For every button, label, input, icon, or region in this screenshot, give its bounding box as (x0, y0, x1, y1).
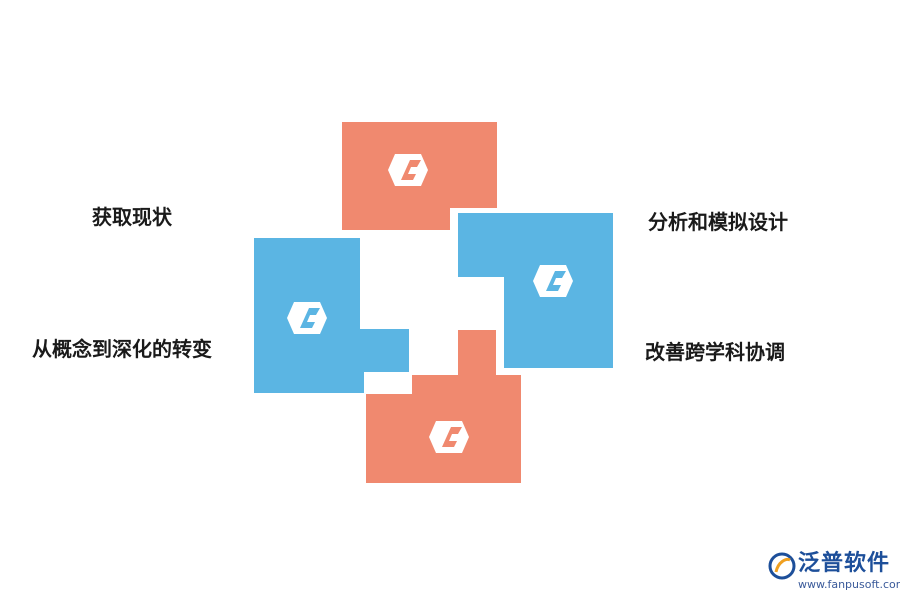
hexagon-f-icon (533, 265, 573, 297)
hexagon-f-icon (287, 302, 327, 334)
brand-name: 泛普软件 (798, 551, 891, 576)
label-top-left: 获取现状 (92, 205, 172, 229)
bottom-salmon-cutout (364, 372, 412, 394)
hexagon-f-icon (429, 421, 469, 453)
label-bottom-right: 改善跨学科协调 (645, 340, 785, 364)
hexagon-f-icon (388, 154, 428, 186)
brand-logo-icon (768, 552, 796, 580)
small-salmon-bar (458, 330, 496, 378)
label-top-right: 分析和模拟设计 (648, 210, 788, 234)
left-blue-cutout (360, 236, 411, 329)
label-bottom-left: 从概念到深化的转变 (32, 337, 212, 361)
brand-url: www.fanpusoft.com (798, 578, 900, 591)
